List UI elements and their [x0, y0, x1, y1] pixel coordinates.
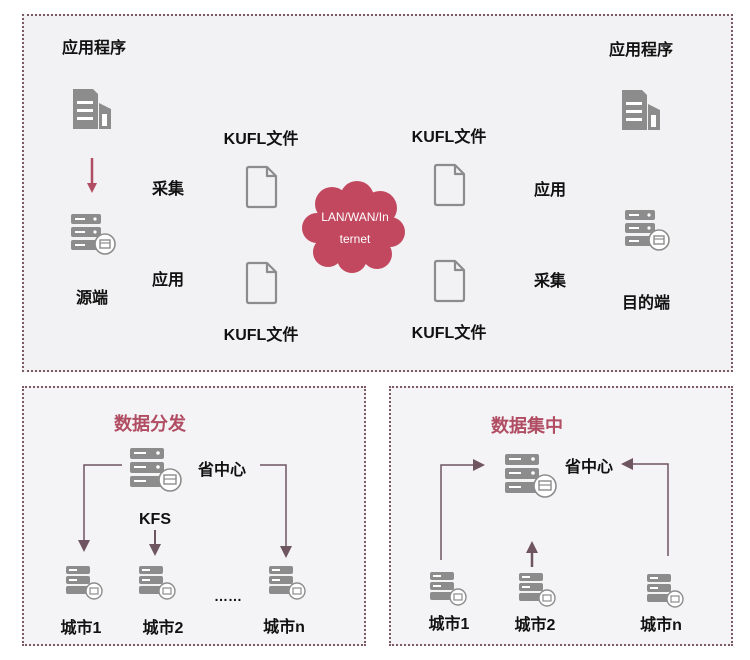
server-icon	[625, 210, 670, 251]
server-icon	[519, 573, 556, 607]
city-label: 城市2	[514, 617, 556, 634]
city-label: 城市n	[640, 617, 682, 634]
server-icon	[430, 572, 467, 606]
dest-label: 目的端	[621, 295, 671, 312]
aggregation-title: 数据集中	[491, 416, 563, 436]
server-icon	[269, 566, 306, 600]
network-cloud-icon	[302, 181, 405, 273]
file-icon	[433, 163, 466, 207]
source-app-label: 应用程序	[61, 40, 127, 57]
arrow-center-to-cityn	[260, 464, 292, 558]
distribution-title: 数据分发	[114, 414, 186, 434]
file-icon	[245, 165, 278, 209]
kufl-file-label: KUFL文件	[223, 327, 299, 344]
kufl-file-label: KUFL文件	[411, 325, 487, 342]
data-distribution-panel	[22, 386, 366, 646]
city-label: 城市n	[263, 619, 305, 636]
city-label: 城市2	[142, 620, 184, 637]
apply-label-right: 应用	[533, 182, 567, 199]
city-label: 城市1	[60, 620, 102, 637]
application-icon	[622, 90, 660, 130]
server-icon	[71, 214, 116, 255]
network-label: LAN/WAN/In ternet	[321, 210, 389, 246]
source-label: 源端	[75, 290, 109, 307]
province-center-label: 省中心	[197, 462, 247, 479]
arrow-city1-to-center	[440, 459, 485, 560]
collect-label-left: 采集	[151, 181, 185, 198]
apply-label-left: 应用	[151, 272, 185, 289]
server-icon	[66, 566, 103, 600]
ellipsis: ……	[214, 588, 242, 604]
server-icon	[139, 566, 176, 600]
arrow-center-to-city1	[78, 464, 122, 552]
collect-label-right: 采集	[533, 273, 567, 290]
file-icon	[433, 259, 466, 303]
kfs-label: KFS	[139, 511, 171, 528]
file-icon	[245, 261, 278, 305]
arrow-cityn-to-center	[621, 458, 669, 556]
kufl-file-label: KUFL文件	[411, 129, 487, 146]
server-icon	[647, 574, 684, 608]
dest-app-label: 应用程序	[608, 42, 674, 59]
application-icon	[73, 89, 111, 129]
server-icon	[505, 454, 557, 498]
server-icon	[130, 448, 182, 492]
kufl-file-label: KUFL文件	[223, 131, 299, 148]
province-center-label: 省中心	[564, 459, 614, 476]
city-label: 城市1	[428, 616, 470, 633]
